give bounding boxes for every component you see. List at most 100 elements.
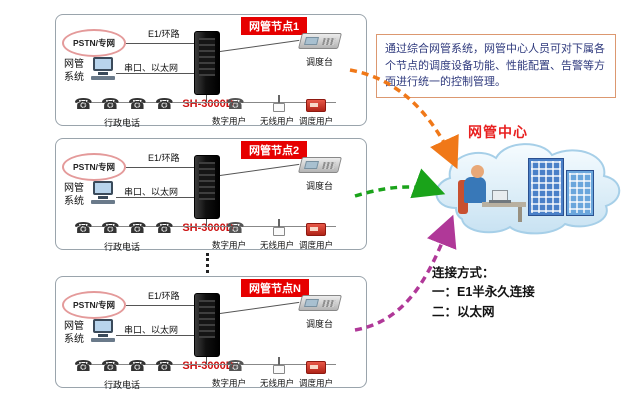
wireless-user-label: 无线用户 xyxy=(260,240,295,250)
dispatch-user-icon xyxy=(306,361,326,374)
bus-connector-line xyxy=(84,226,336,227)
node-box-n: 网管节点N PSTN/专网 E1/环路 网管系统 串口、以太网 SH-3000D… xyxy=(55,276,367,390)
e1-label: E1/环路 xyxy=(148,29,180,39)
phones-label: 行政电话 xyxy=(104,118,141,128)
device-model-label: SH-3000D xyxy=(182,98,234,110)
cabinet-icon xyxy=(194,293,220,357)
description-box: 通过综合网管系统，网管中心人员可对下属各个节点的调度设备功能、性能配置、告警等方… xyxy=(376,34,616,98)
serial-label: 串口、以太网 xyxy=(124,187,179,197)
console-connector-line xyxy=(219,163,300,176)
wireless-user-label: 无线用户 xyxy=(260,116,295,126)
phone-icon: ☎ xyxy=(74,95,93,113)
building-icon xyxy=(566,170,594,216)
serial-connector-line xyxy=(116,197,194,198)
dispatch-user-icon xyxy=(306,99,326,112)
digital-user-label: 数字用户 xyxy=(212,378,247,388)
pstn-cloud: PSTN/专网 xyxy=(62,291,126,319)
wireless-antenna-icon xyxy=(272,95,286,113)
digital-user-label: 数字用户 xyxy=(212,240,247,250)
device-model-label: SH-3000D xyxy=(182,222,234,234)
phone-icon: ☎ xyxy=(128,357,147,375)
building-icon xyxy=(528,158,564,216)
bus-connector-line xyxy=(84,102,336,103)
down-connector-line xyxy=(206,357,207,364)
node-title-banner: 网管节点1 xyxy=(241,17,308,35)
dispatch-user-icon xyxy=(306,223,326,236)
computer-icon xyxy=(90,319,116,347)
desk-leg-icon xyxy=(518,207,522,222)
operator-at-computer-icon xyxy=(456,162,536,226)
chair-icon xyxy=(458,180,468,214)
down-connector-line xyxy=(206,95,207,102)
phone-icon: ☎ xyxy=(155,219,174,237)
console-label: 调度台 xyxy=(306,181,334,191)
digital-phone-icon: ☎ xyxy=(226,219,245,237)
legend-item-e1: 一：E1半永久连接 xyxy=(432,285,535,300)
laptop-base-icon xyxy=(489,200,511,203)
wireless-antenna-icon xyxy=(272,357,286,375)
cabinet-icon xyxy=(194,155,220,219)
computer-icon xyxy=(90,57,116,85)
serial-label: 串口、以太网 xyxy=(124,63,179,73)
nms-label: 网管系统 xyxy=(64,59,84,83)
console-label: 调度台 xyxy=(306,319,334,329)
dispatch-user-label: 调度用户 xyxy=(299,240,334,250)
phone-icon: ☎ xyxy=(128,219,147,237)
pstn-cloud: PSTN/专网 xyxy=(62,153,126,181)
node-box-1: 网管节点1 PSTN/专网 E1/环路 网管系统 串口、以太网 SH-3000D… xyxy=(55,14,367,128)
phones-label: 行政电话 xyxy=(104,380,141,390)
nms-label: 网管系统 xyxy=(64,183,84,207)
serial-label: 串口、以太网 xyxy=(124,325,179,335)
dispatch-user-label: 调度用户 xyxy=(299,378,334,388)
e1-connector-line xyxy=(126,43,194,44)
computer-icon xyxy=(90,181,116,209)
pstn-cloud: PSTN/专网 xyxy=(62,29,126,57)
nms-label: 网管系统 xyxy=(64,321,84,345)
person-head-icon xyxy=(471,165,484,178)
phone-icon: ☎ xyxy=(74,357,93,375)
continuation-dots xyxy=(206,253,209,273)
console-connector-line xyxy=(219,39,300,52)
node-box-2: 网管节点2 PSTN/专网 E1/环路 网管系统 串口、以太网 SH-3000D… xyxy=(55,138,367,252)
phone-icon: ☎ xyxy=(74,219,93,237)
legend-item-ethernet: 二：以太网 xyxy=(432,304,495,319)
phone-icon: ☎ xyxy=(155,357,174,375)
bus-connector-line xyxy=(84,364,336,365)
e1-connector-line xyxy=(126,167,194,168)
down-connector-line xyxy=(206,219,207,226)
node-title-banner: 网管节点2 xyxy=(241,141,308,159)
phones-label: 行政电话 xyxy=(104,242,141,252)
serial-connector-line xyxy=(116,335,194,336)
phone-icon: ☎ xyxy=(101,95,120,113)
e1-connector-line xyxy=(126,305,194,306)
pstn-label: PSTN/专网 xyxy=(72,162,116,172)
console-label: 调度台 xyxy=(306,57,334,67)
e1-label: E1/环路 xyxy=(148,291,180,301)
node-title-banner: 网管节点N xyxy=(241,279,309,297)
serial-connector-line xyxy=(116,73,194,74)
dispatch-console-icon xyxy=(298,157,342,173)
nms-center-cloud xyxy=(424,136,626,240)
phone-icon: ☎ xyxy=(128,95,147,113)
dispatch-console-icon xyxy=(298,33,342,49)
connection-legend: 连接方式： 一：E1半永久连接 二：以太网 xyxy=(432,264,535,322)
person-body-icon xyxy=(464,177,486,203)
digital-user-label: 数字用户 xyxy=(212,116,247,126)
digital-phone-icon: ☎ xyxy=(226,95,245,113)
dispatch-console-icon xyxy=(298,295,342,311)
console-connector-line xyxy=(219,301,300,314)
phone-icon: ☎ xyxy=(155,95,174,113)
cabinet-icon xyxy=(194,31,220,95)
phone-icon: ☎ xyxy=(101,357,120,375)
pstn-label: PSTN/专网 xyxy=(72,300,116,310)
center-title: 网管中心 xyxy=(468,124,528,140)
device-model-label: SH-3000D xyxy=(182,360,234,372)
dispatch-user-label: 调度用户 xyxy=(299,116,334,126)
digital-phone-icon: ☎ xyxy=(226,357,245,375)
legend-title: 连接方式： xyxy=(432,266,495,280)
wireless-antenna-icon xyxy=(272,219,286,237)
phone-icon: ☎ xyxy=(101,219,120,237)
e1-label: E1/环路 xyxy=(148,153,180,163)
desk-icon xyxy=(482,202,526,207)
pstn-label: PSTN/专网 xyxy=(72,38,116,48)
